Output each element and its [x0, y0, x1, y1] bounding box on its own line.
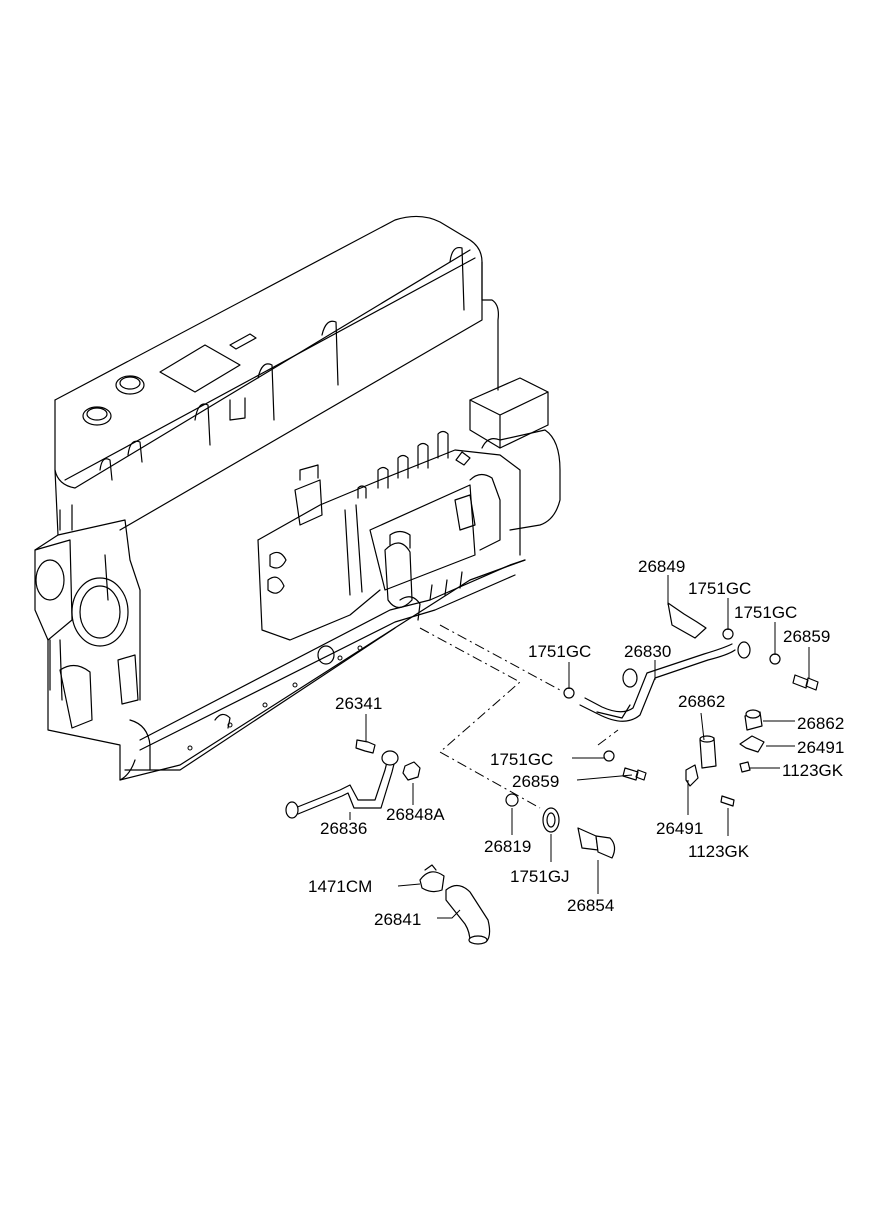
label-26849: 26849	[638, 557, 685, 576]
label-1751gc-left: 1751GC	[528, 642, 591, 661]
label-26830: 26830	[624, 642, 671, 661]
label-1751gc-top-left: 1751GC	[688, 579, 751, 598]
label-26819: 26819	[484, 837, 531, 856]
hose-26841	[445, 884, 491, 943]
label-26859-upper: 26859	[783, 627, 830, 646]
bracket-26849	[667, 602, 707, 639]
injector-row	[357, 430, 471, 499]
bolt-26859-upper	[792, 674, 819, 691]
screw-1123gk-upper	[739, 761, 751, 773]
label-26841: 26841	[374, 910, 421, 929]
washer-1751gc-left	[563, 687, 575, 699]
washer-1751gc-upper-1	[722, 628, 734, 640]
pipe-26830	[579, 641, 751, 722]
label-1751gj: 1751GJ	[510, 867, 570, 886]
label-26491-lower: 26491	[656, 819, 703, 838]
label-26862-bushing: 26862	[797, 714, 844, 733]
part-labels: 26849 1751GC 1751GC 26859 1751GC 26830 2…	[308, 557, 844, 929]
screw-1123gk-lower	[720, 795, 735, 807]
connection-centerlines	[419, 624, 619, 809]
ball-26819	[505, 793, 519, 807]
engine-block-illustration	[34, 215, 561, 781]
label-1751gc-top-right: 1751GC	[734, 603, 797, 622]
leader-lines	[349, 575, 810, 919]
pipe-26836	[285, 750, 399, 819]
label-26848a: 26848A	[386, 805, 445, 824]
label-26341: 26341	[335, 694, 382, 713]
nut-26848a	[402, 761, 421, 781]
label-26836: 26836	[320, 819, 367, 838]
label-1123gk-upper: 1123GK	[782, 761, 844, 780]
clip-26491-upper	[739, 735, 765, 753]
label-26859-lower: 26859	[512, 772, 559, 791]
clip-26491-lower	[685, 764, 699, 787]
label-1751gc-lower: 1751GC	[490, 750, 553, 769]
label-1471cm: 1471CM	[308, 877, 372, 896]
washer-1751gc-upper-2	[769, 653, 781, 665]
parts	[285, 602, 819, 945]
washer-1751gc-lower	[603, 750, 615, 762]
clamp-1471cm	[419, 871, 445, 893]
label-26854: 26854	[567, 896, 614, 915]
label-26862-block: 26862	[678, 692, 725, 711]
bolt-26859-lower	[622, 767, 647, 781]
nipple-26341	[355, 739, 376, 754]
label-26491-upper: 26491	[797, 738, 844, 757]
label-1123gk-lower: 1123GK	[688, 842, 750, 861]
plug-26854	[577, 827, 599, 851]
